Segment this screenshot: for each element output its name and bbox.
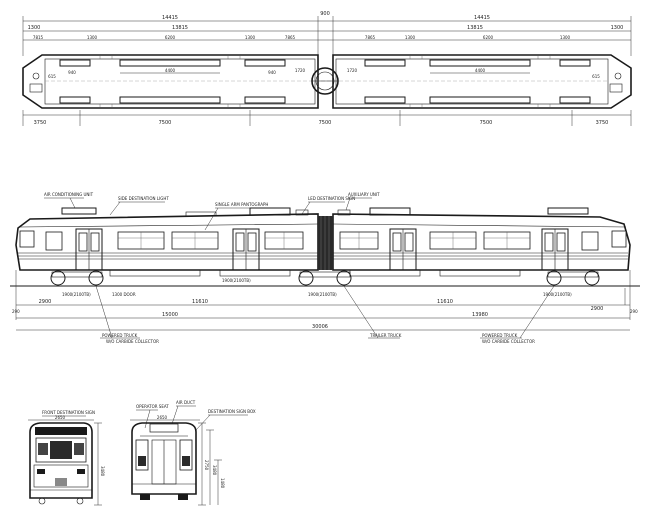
dim-side-a: 940 — [68, 70, 76, 75]
plan-right-car-outline — [332, 54, 632, 109]
dim-bottom-right-mid: 7500 — [480, 120, 493, 126]
callout-converter: 1900(2100TB) — [222, 278, 251, 283]
rear-height-a: 2750 — [204, 460, 209, 471]
dim-bottom-left-end: 3750 — [34, 120, 47, 126]
dim-door-right-2: 1300 — [560, 35, 571, 40]
rear-width: 2650 — [157, 415, 168, 420]
dim-left-center: 11610 — [192, 299, 208, 305]
dim-seat-right: 4400 — [475, 68, 486, 73]
dim-upper-left-a: 7815 — [33, 35, 44, 40]
front-height: 3480 — [100, 466, 105, 477]
dim-door-left: 1300 — [87, 35, 98, 40]
side-cab-window-right — [611, 230, 627, 248]
dim-seat-small-left: 1720 — [295, 68, 306, 73]
plan-left-car-outline — [22, 54, 319, 109]
plan-seat-left-top — [119, 59, 221, 67]
rear-height-b: 3480 — [212, 465, 217, 476]
dim-seat-small-right: 1720 — [347, 68, 358, 73]
side-bogies — [50, 270, 600, 286]
side-view: AIR CONDITIONING UNIT SIDE DESTINATION L… — [10, 192, 640, 344]
dim-upper-right-b: 6200 — [483, 35, 494, 40]
roof-ac-right — [547, 207, 589, 215]
callout-pantograph: SINGLE ARM PANTOGRAPH — [215, 202, 268, 207]
callout-auxiliary: AUXILIARY UNIT — [348, 192, 380, 197]
dim-right-overhang: 2900 — [591, 306, 604, 312]
callout-bogie-right-sub: W/O CARBIDE COLLECTOR — [482, 339, 535, 344]
dim-total-length: 30006 — [312, 324, 328, 330]
callout-wheel-base-left: 1900(2100TB) — [62, 292, 91, 297]
dim-joint-gap: 900 — [320, 11, 330, 17]
rear-end-view: OPERATOR SEAT AIR DUCT DESTINATION SIGN … — [130, 400, 256, 506]
plan-seat-left-bottom — [119, 96, 221, 104]
plan-seat-right-top — [429, 59, 531, 67]
dim-side-d: 615 — [592, 74, 600, 79]
callout-bogie-left-sub: W/O CARBIDE COLLECTOR — [106, 339, 159, 344]
callout-bogie-left: POWERED TRUCK — [102, 333, 138, 338]
rear-label-right: DESTINATION SIGN BOX — [208, 409, 256, 414]
dim-end-offset-left: 1300 — [28, 25, 41, 31]
callout-destination-light: SIDE DESTINATION LIGHT — [118, 196, 169, 201]
dim-right-center: 11610 — [437, 299, 453, 305]
front-end-view: FRONT DESTINATION SIGN 2650 3480 — [28, 410, 105, 506]
dim-right-car: 14415 — [474, 15, 490, 21]
plan-seat-right-bottom — [429, 96, 531, 104]
side-cab-window-left — [19, 230, 35, 248]
dim-end-offset-right: 1300 — [611, 25, 624, 31]
dim-left-truck: 15000 — [162, 312, 178, 318]
side-doors — [75, 228, 569, 271]
callout-air-conditioner: AIR CONDITIONING UNIT — [44, 192, 94, 197]
dim-seat-left: 4400 — [165, 68, 176, 73]
dim-height-left: 290 — [12, 309, 20, 314]
dim-upper-right-a: 7865 — [365, 35, 376, 40]
callout-bogie-right: POWERED TRUCK — [482, 333, 518, 338]
dim-side-c: 615 — [48, 74, 56, 79]
dim-door-left-2: 1300 — [245, 35, 256, 40]
dim-left-overhang: 2900 — [39, 299, 52, 305]
front-width: 2650 — [55, 415, 66, 420]
dim-bottom-right-end: 3750 — [596, 120, 609, 126]
front-body — [29, 422, 93, 499]
dim-bottom-center: 7500 — [319, 120, 332, 126]
callout-led-display: LED DESTINATION SIGN — [308, 196, 355, 201]
rear-height-c: 1480 — [220, 478, 225, 489]
side-windows — [117, 231, 531, 250]
plan-view: 14415 900 14415 1300 13815 13815 1300 78… — [22, 11, 632, 126]
callout-wheel-base-right: 1900(2100TB) — [543, 292, 572, 297]
rear-label-mid: AIR DUCT — [176, 400, 196, 405]
side-articulation-bellows — [318, 216, 333, 270]
rear-body — [131, 422, 197, 495]
dim-right-body: 13815 — [467, 25, 483, 31]
roof-ac-left — [61, 207, 97, 215]
front-label: FRONT DESTINATION SIGN — [42, 410, 95, 415]
callout-bogie-center: TRAILER TRUCK — [369, 333, 402, 338]
dim-bottom-left-mid: 7500 — [159, 120, 172, 126]
side-left-car-body — [15, 213, 319, 271]
dim-left-car: 14415 — [162, 15, 178, 21]
dim-door-right: 1300 — [405, 35, 416, 40]
dim-upper-left-b: 6200 — [165, 35, 176, 40]
callout-wheel-base-center: 1900(2100TB) — [308, 292, 337, 297]
dim-upper-right-a-l: 7865 — [285, 35, 296, 40]
rear-label-left: OPERATOR SEAT — [136, 404, 169, 409]
dim-height-right: 290 — [630, 309, 638, 314]
dim-right-truck: 13980 — [472, 312, 488, 318]
dim-side-b: 940 — [268, 70, 276, 75]
dim-left-body: 13815 — [172, 25, 188, 31]
callout-door: 1300 DOOR — [112, 292, 136, 297]
